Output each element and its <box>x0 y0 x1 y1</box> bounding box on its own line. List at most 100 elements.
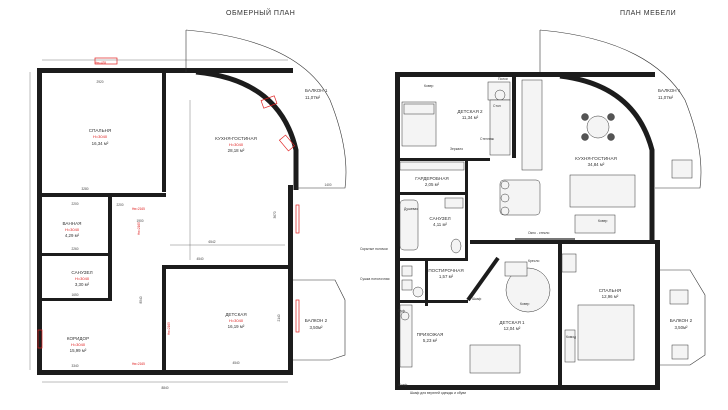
left-measured-plan <box>29 29 347 383</box>
right-wall-top <box>395 72 655 77</box>
left-dim-3: 1900 <box>136 219 143 223</box>
right-room-bedroom-name: СПАЛЬНЯ <box>599 288 621 293</box>
dining-chair-2 <box>607 113 615 121</box>
left-curved-wall <box>195 69 299 190</box>
bar-stool-1 <box>500 180 510 190</box>
left-wall-int-3 <box>42 253 112 256</box>
right-wall-bottom <box>395 385 660 390</box>
left-room-kids-area: 16,19 м² <box>228 324 245 329</box>
balcony2-table <box>669 289 689 305</box>
dining-table <box>586 115 610 139</box>
kids2-pillow <box>403 103 435 115</box>
balcony2-chair <box>671 344 689 360</box>
right-room-kids1-name: ДЕТСКАЯ 1 <box>499 320 525 325</box>
left-window-marker-2 <box>278 134 296 152</box>
kids2-chair <box>494 89 506 101</box>
right-wall-right <box>655 240 660 390</box>
right-room-kids2-area: 11,34 м² <box>462 115 479 120</box>
left-wall-int-5 <box>42 298 112 301</box>
left-room-kids-height: H=3040 <box>229 318 244 323</box>
bedroom-bed <box>577 304 635 361</box>
hall-pouf <box>400 311 410 321</box>
left-wall-int-2 <box>42 193 166 197</box>
label-shkaf: Шкаф <box>472 297 482 301</box>
left-dim-7: 8840 <box>161 386 168 390</box>
left-dim-8: 1400 <box>324 183 331 187</box>
right-wall-int-8 <box>558 244 562 390</box>
kitchen-island <box>499 179 541 216</box>
left-room-wc-name: САНУЗЕЛ <box>71 270 92 275</box>
left-window-marker-3 <box>295 204 300 234</box>
label-kreslo: Кресло <box>528 259 539 263</box>
left-wall-int-7 <box>166 265 292 269</box>
right-room-kids1-area: 12,04 м² <box>504 326 521 331</box>
left-room-balcony1-name: БАЛКОН 1 <box>305 88 328 93</box>
left-room-balcony1-area: 11,07м² <box>305 95 321 100</box>
bathtub <box>399 199 419 251</box>
left-door-marker <box>37 329 43 349</box>
bar-stool-3 <box>500 206 510 216</box>
left-room-bath-height: H=3040 <box>65 227 80 232</box>
left-wall-int-6 <box>162 265 166 375</box>
right-curved-wall <box>559 73 655 240</box>
right-room-kitchen-area: 34,84 м² <box>588 162 605 167</box>
bedroom-armchair <box>561 253 577 273</box>
wc-toilet <box>450 238 462 254</box>
left-dim-5: 8540 <box>139 296 143 303</box>
right-wall-int-6 <box>425 261 428 306</box>
left-wall-right <box>288 185 293 375</box>
hall-wardrobe <box>399 304 413 368</box>
right-room-wc-area: 4,11 м² <box>433 222 447 227</box>
left-room-bedroom-height: H=3040 <box>93 134 108 139</box>
left-wall-int-1 <box>162 72 166 192</box>
kids2-wardrobe <box>489 99 511 156</box>
dining-chair-3 <box>581 133 589 141</box>
label-polka: Полки <box>498 77 508 81</box>
washer-1 <box>401 265 413 277</box>
left-dim-13: 1650 <box>71 293 78 297</box>
right-room-dressing-area: 2,05 м² <box>425 182 440 187</box>
living-rug <box>574 214 616 234</box>
left-room-corridor-name: КОРИДОР <box>67 336 89 341</box>
right-room-kids2-name: ДЕТСКАЯ 2 <box>457 109 483 114</box>
left-plan-title: ОБМЕРНЫЙ ПЛАН <box>226 10 296 17</box>
left-room-bath-name: ВАННАЯ <box>63 221 82 226</box>
label-kover3: Ковер <box>520 302 530 306</box>
right-furniture-plan <box>395 29 706 390</box>
left-room-balcony2-name: БАЛКОН 2 <box>305 318 328 323</box>
left-room-wc-height: H=3040 <box>75 276 90 281</box>
left-dim-9: 3670 <box>273 211 277 218</box>
label-stellazh: Стеллаж <box>480 137 495 141</box>
right-wall-int-5 <box>400 258 468 261</box>
label-pouf: Пуф <box>398 309 405 313</box>
left-wall-left <box>37 68 42 374</box>
left-dim-1: 3280 <box>81 187 88 191</box>
left-room-wc-area: 3,30 м² <box>75 282 90 287</box>
right-room-kitchen-name: КУХНЯ-ГОСТИНАЯ <box>575 156 617 161</box>
left-dim-2: 2260 <box>71 247 78 251</box>
left-dim-4: 4540 <box>196 257 203 261</box>
left-room-balcony2-area: 3,50м² <box>309 325 323 330</box>
bath-sink <box>444 197 464 209</box>
right-room-balcony2-name: БАЛКОН 2 <box>670 318 693 323</box>
label-shkaf-bottom: Шкаф <box>398 383 408 387</box>
left-room-bedroom-area: 16,34 м² <box>92 141 109 146</box>
left-room-kids-name: ДЕТСКАЯ <box>225 312 246 317</box>
left-balcony1-outline <box>185 29 347 189</box>
right-room-laundry-name: ПОСТИРОЧНАЯ <box>428 268 463 273</box>
left-wall-top <box>37 68 293 73</box>
left-marker-label-3: Hв=2165 <box>167 322 171 335</box>
left-marker-label-2: Hв=2165 <box>137 222 141 235</box>
left-marker-label-1: Hв=2165 <box>132 207 145 211</box>
right-wall-int-7 <box>470 240 656 244</box>
label-sushka: Сушка потолочная <box>360 277 390 281</box>
right-wall-int-3 <box>400 192 468 195</box>
left-marker-label-0: Hв=435 <box>95 61 106 65</box>
right-room-balcony1-area: 11,07м² <box>658 95 674 100</box>
right-room-hall-name: ПРИХОЖАЯ <box>417 332 444 337</box>
left-dim-14: 3340 <box>71 364 78 368</box>
label-skrytye: Скрытые полочки <box>360 247 388 251</box>
laundry-toilet <box>412 286 424 298</box>
label-okno: Окно - стекло <box>528 231 550 235</box>
label-kover1: Ковер <box>424 84 434 88</box>
